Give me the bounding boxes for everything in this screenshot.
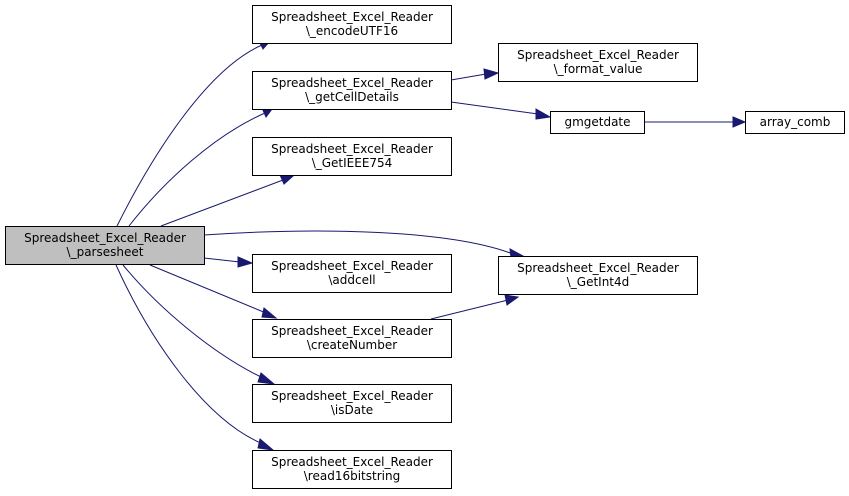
arrowhead-icon xyxy=(535,108,552,120)
arrowhead-icon xyxy=(261,307,278,319)
node-label-method: \isDate xyxy=(331,403,373,417)
arrowhead-icon xyxy=(257,438,275,451)
node-label-method: \_parsesheet xyxy=(67,245,144,259)
edge-line xyxy=(115,264,264,445)
edge-line xyxy=(203,230,514,255)
edge-parsesheet-to-read16bitstring xyxy=(115,264,275,451)
node-label-class: array_comb xyxy=(760,115,831,129)
edge-parsesheet-to-isDate xyxy=(122,264,276,385)
node-format_value[interactable]: Spreadsheet_Excel_Reader\_format_value xyxy=(498,43,698,82)
arrowhead-icon xyxy=(257,372,276,385)
node-box[interactable] xyxy=(252,384,452,423)
edge-gmgetdate-to-array_comb xyxy=(644,116,747,128)
node-label-class: Spreadsheet_Excel_Reader xyxy=(517,261,679,275)
edge-line xyxy=(122,264,264,379)
node-encodeUTF16[interactable]: Spreadsheet_Excel_Reader\_encodeUTF16 xyxy=(252,5,452,44)
node-box[interactable] xyxy=(252,450,452,489)
node-box[interactable] xyxy=(5,226,205,265)
node-label-class: Spreadsheet_Excel_Reader xyxy=(271,259,433,273)
edges-layer xyxy=(115,40,747,451)
edge-getCellDetails-to-gmgetdate xyxy=(450,101,552,120)
node-box[interactable] xyxy=(252,254,452,293)
edge-line xyxy=(203,257,241,263)
edge-line xyxy=(450,101,539,115)
node-gmgetdate[interactable]: gmgetdate xyxy=(550,111,645,134)
edge-createNumber-to-GetInt4d xyxy=(430,294,520,320)
node-label-method: \addcell xyxy=(328,273,375,287)
node-getCellDetails[interactable]: Spreadsheet_Excel_Reader\_getCellDetails xyxy=(252,71,452,110)
node-label-class: Spreadsheet_Excel_Reader xyxy=(271,324,433,338)
arrowhead-icon xyxy=(504,294,520,306)
node-read16bitstring[interactable]: Spreadsheet_Excel_Reader\read16bitstring xyxy=(252,450,452,489)
node-GetIEEE754[interactable]: Spreadsheet_Excel_Reader\_GetIEEE754 xyxy=(252,137,452,176)
edge-parsesheet-to-getCellDetails xyxy=(128,107,273,227)
node-label-method: \read16bitstring xyxy=(304,469,400,483)
node-label-class: Spreadsheet_Excel_Reader xyxy=(271,10,433,24)
node-label-class: Spreadsheet_Excel_Reader xyxy=(271,142,433,156)
node-label-class: Spreadsheet_Excel_Reader xyxy=(271,76,433,90)
node-label-class: Spreadsheet_Excel_Reader xyxy=(517,48,679,62)
node-label-class: Spreadsheet_Excel_Reader xyxy=(24,231,186,245)
node-label-class: gmgetdate xyxy=(564,115,630,129)
edge-line xyxy=(450,73,487,81)
node-box[interactable] xyxy=(550,111,645,134)
edge-line xyxy=(430,299,509,320)
node-GetInt4d[interactable]: Spreadsheet_Excel_Reader\_GetInt4d xyxy=(498,256,698,295)
node-label-method: \_format_value xyxy=(554,62,643,76)
edge-parsesheet-to-GetInt4d xyxy=(203,230,525,259)
edge-parsesheet-to-createNumber xyxy=(149,264,278,319)
edge-line xyxy=(128,112,266,227)
node-label-method: \_GetInt4d xyxy=(567,275,630,289)
node-label-method: \_getCellDetails xyxy=(305,90,399,104)
edge-parsesheet-to-addcell xyxy=(203,256,254,268)
node-box[interactable] xyxy=(498,256,698,295)
node-label-method: \_encodeUTF16 xyxy=(306,24,398,38)
node-addcell[interactable]: Spreadsheet_Excel_Reader\addcell xyxy=(252,254,452,293)
node-createNumber[interactable]: Spreadsheet_Excel_Reader\createNumber xyxy=(252,319,452,358)
node-box[interactable] xyxy=(252,319,452,358)
nodes-layer: Spreadsheet_Excel_Reader\_parsesheetSpre… xyxy=(5,5,845,489)
node-box[interactable] xyxy=(498,43,698,82)
node-label-class: Spreadsheet_Excel_Reader xyxy=(271,455,433,469)
arrowhead-icon xyxy=(237,256,254,268)
node-isDate[interactable]: Spreadsheet_Excel_Reader\isDate xyxy=(252,384,452,423)
edge-getCellDetails-to-format_value xyxy=(450,68,500,81)
node-label-method: \createNumber xyxy=(307,338,397,352)
edge-parsesheet-to-encodeUTF16 xyxy=(116,40,272,227)
arrowhead-icon xyxy=(732,116,747,128)
node-box[interactable] xyxy=(252,5,452,44)
node-array_comb[interactable]: array_comb xyxy=(745,111,845,134)
node-box[interactable] xyxy=(252,137,452,176)
node-label-method: \_GetIEEE754 xyxy=(312,156,393,170)
edge-parsesheet-to-GetIEEE754 xyxy=(160,174,295,227)
node-box[interactable] xyxy=(745,111,845,134)
node-parsesheet[interactable]: Spreadsheet_Excel_Reader\_parsesheet xyxy=(5,226,205,265)
arrowhead-icon xyxy=(483,68,500,80)
edge-line xyxy=(160,179,284,227)
edge-line xyxy=(116,44,263,227)
arrowhead-icon xyxy=(279,174,295,185)
node-label-class: Spreadsheet_Excel_Reader xyxy=(271,389,433,403)
node-box[interactable] xyxy=(252,71,452,110)
edge-line xyxy=(149,264,267,314)
